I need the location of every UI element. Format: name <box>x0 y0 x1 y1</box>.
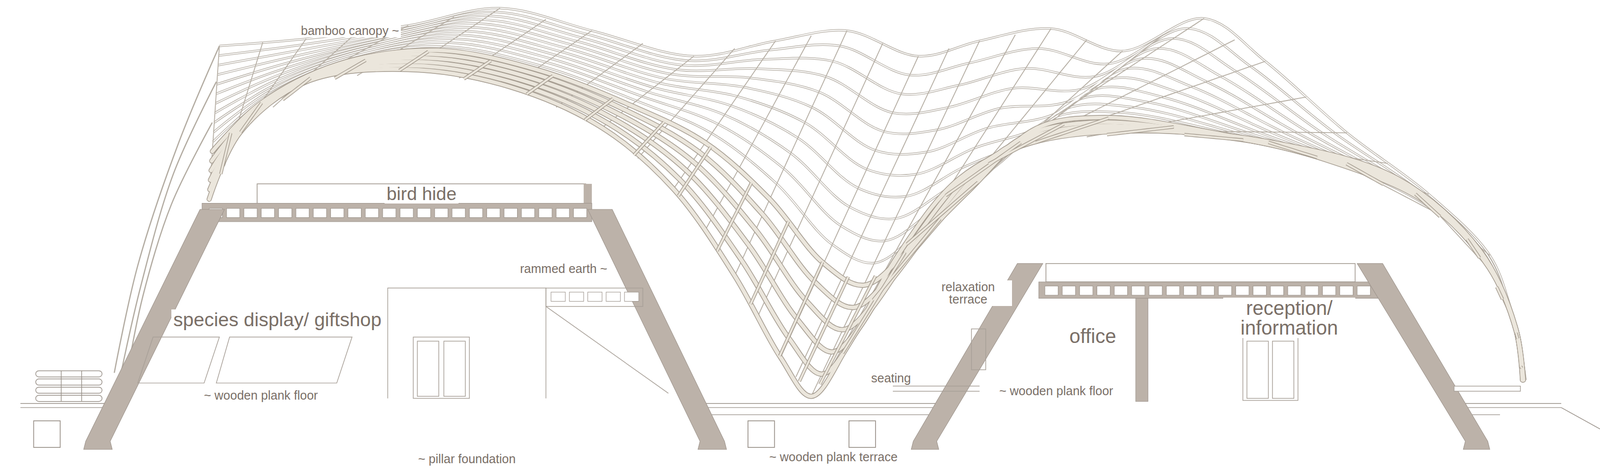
bamboo-rib <box>526 75 554 95</box>
annotation-label: relaxation terrace <box>924 280 1013 306</box>
bamboo-rib <box>988 124 1065 164</box>
annotation-label: seating <box>869 371 914 385</box>
bamboo-rib <box>1520 366 1522 368</box>
bamboo-rib <box>750 221 789 304</box>
bamboo-rib <box>1467 239 1480 259</box>
bamboo-rib <box>463 60 491 79</box>
bamboo-rib <box>734 30 848 276</box>
bamboo-rib <box>907 182 979 244</box>
bamboo-rib <box>1035 118 1109 143</box>
bamboo-rib <box>1184 134 1243 140</box>
bamboo-rib <box>1268 142 1318 158</box>
bamboo-rib <box>819 275 876 385</box>
bamboo-rib <box>1107 127 1175 135</box>
bamboo-rib <box>678 147 711 196</box>
bamboo-rib <box>750 221 789 304</box>
bamboo-rib <box>240 102 262 132</box>
steps <box>35 370 103 401</box>
bamboo-rib <box>1415 194 1440 217</box>
bamboo-rib <box>678 147 711 196</box>
bamboo-rib <box>282 77 311 100</box>
bamboo-rib <box>282 77 311 100</box>
annotation-label: bamboo canopy ~ <box>298 24 401 38</box>
bamboo-rib <box>633 122 664 156</box>
annotation-label: ~ wooden plank floor <box>997 384 1115 398</box>
annotation-label: rammed earth ~ <box>518 261 610 276</box>
bamboo-rib <box>717 182 752 251</box>
bamboo-rib <box>1346 163 1384 185</box>
annotation-label: ~ pillar foundation <box>416 452 518 466</box>
bamboo-rib <box>1268 142 1318 158</box>
bamboo-rib <box>704 35 812 233</box>
bamboo-rib <box>1467 239 1480 259</box>
bamboo-rib <box>220 132 231 174</box>
annotation-label: ~ wooden plank floor <box>201 388 320 402</box>
bamboo-rib <box>872 39 1087 302</box>
bamboo-rib <box>842 252 906 354</box>
right-building <box>892 263 1521 450</box>
bamboo-rib <box>585 98 614 121</box>
bamboo-rib <box>1516 332 1518 339</box>
bamboo-rib <box>819 275 876 385</box>
bamboo-rib <box>673 40 776 190</box>
annotation-label: bird hide <box>384 184 459 204</box>
bamboo-rib <box>240 102 262 132</box>
bamboo-rib <box>399 51 429 71</box>
bamboo-rib <box>334 60 366 79</box>
bamboo-rib <box>1184 134 1243 140</box>
annotation-label: reception/ information <box>1223 297 1356 338</box>
bamboo-rib <box>463 60 491 79</box>
left-building <box>83 183 727 450</box>
bamboo-rib <box>1035 118 1109 143</box>
bamboo-rib <box>897 51 1123 256</box>
bamboo-rib <box>526 75 554 95</box>
bamboo-rib <box>811 40 980 396</box>
bamboo-rib <box>1496 287 1503 300</box>
bamboo-rib <box>907 182 979 244</box>
bamboo-rib <box>988 124 1065 164</box>
bamboo-rib <box>1030 61 1266 143</box>
bamboo-rib <box>799 276 849 382</box>
bamboo-rib <box>717 182 752 251</box>
bamboo-rib <box>1107 127 1175 135</box>
bamboo-rib <box>585 98 614 121</box>
bamboo-rib <box>1346 163 1384 185</box>
bamboo-rib <box>779 261 823 356</box>
bamboo-rib <box>799 276 849 382</box>
bamboo-rib <box>842 252 906 354</box>
annotation-label: species display/ giftshop <box>171 309 384 330</box>
bamboo-rib <box>633 122 664 156</box>
bamboo-rib <box>1520 366 1522 368</box>
bamboo-rib <box>399 51 429 71</box>
bamboo-rib <box>945 142 1021 196</box>
bamboo-rib <box>757 43 883 317</box>
bamboo-rib <box>334 60 366 79</box>
bamboo-rib <box>1415 194 1440 217</box>
bamboo-rib <box>1496 287 1503 300</box>
annotation-label: ~ wooden plank terrace <box>767 450 900 464</box>
annotation-label: office <box>1067 325 1119 347</box>
bamboo-rib <box>220 132 231 174</box>
bamboo-rib <box>945 142 1021 196</box>
bamboo-rib <box>1516 332 1518 339</box>
bamboo-rib <box>602 56 694 128</box>
